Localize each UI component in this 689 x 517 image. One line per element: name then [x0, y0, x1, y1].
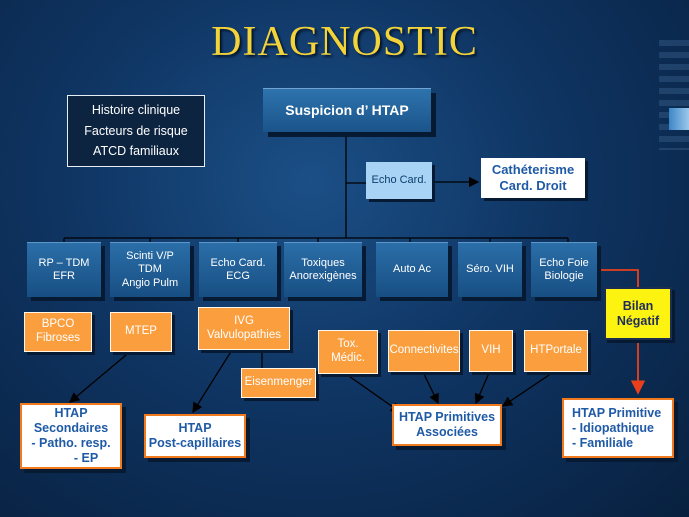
decorative-accent: [669, 108, 689, 130]
exam-line: Séro. VIH: [466, 263, 514, 276]
catheterisme-line: Card. Droit: [499, 178, 567, 193]
suspicion-label: Suspicion d’ HTAP: [285, 102, 409, 119]
finding-line: Tox.: [337, 338, 359, 351]
exam-line: Biologie: [544, 270, 584, 282]
exam-scinti: Scinti V/P TDM Angio Pulm: [110, 242, 190, 297]
result-htap-primitive: HTAP Primitive - Idiopathique - Familial…: [562, 398, 674, 458]
decorative-stripes: [659, 40, 689, 150]
exam-line: Anorexigènes: [289, 270, 357, 282]
exam-line: Toxiques: [301, 256, 345, 269]
exam-toxiques: Toxiques Anorexigènes: [284, 242, 362, 297]
finding-connectivites: Connectivites: [388, 330, 460, 372]
history-line: ATCD familiaux: [93, 144, 179, 159]
exam-line: RP – TDM: [38, 256, 90, 269]
finding-line: Valvulopathies: [207, 328, 281, 341]
finding-eisenmenger: Eisenmenger: [241, 368, 316, 398]
result-line: Post-capillaires: [148, 436, 242, 450]
exam-auto-ac: Auto Ac: [376, 242, 448, 297]
result-line: Secondaires: [33, 421, 109, 435]
exam-rp-tdm: RP – TDM EFR: [27, 242, 101, 297]
result-htap-secondaires: HTAP Secondaires - Patho. resp. - EP: [20, 403, 122, 469]
finding-line: Connectivites: [389, 344, 459, 357]
catheterisme-line: Cathéterisme: [491, 162, 575, 178]
exam-line: TDM: [138, 263, 162, 276]
echo-card-box: Echo Card.: [366, 162, 432, 199]
exam-line: Auto Ac: [393, 263, 431, 276]
catheterisme-box: Cathéterisme Card. Droit: [481, 158, 585, 198]
result-line: - EP: [73, 451, 99, 465]
exam-line: Angio Pulm: [121, 276, 179, 289]
finding-tox: Tox. Médic.: [318, 330, 378, 374]
bilan-line: Bilan: [622, 298, 654, 313]
result-line: Associées: [416, 425, 478, 439]
exam-line: Echo Foie: [539, 256, 589, 269]
finding-line: IVG: [234, 314, 254, 327]
finding-line: Eisenmenger: [244, 376, 313, 389]
history-line: Histoire clinique: [91, 103, 181, 118]
finding-line: HTPortale: [530, 344, 582, 357]
finding-bpco: BPCO Fibroses: [24, 312, 92, 352]
history-line: Facteurs de risque: [84, 123, 188, 138]
finding-vih: VIH: [469, 330, 513, 372]
finding-htportale: HTPortale: [524, 330, 588, 372]
exam-line: ECG: [226, 270, 250, 282]
result-line: HTAP Primitives: [398, 410, 496, 424]
finding-line: Médic.: [331, 352, 365, 364]
exam-echo-card: Echo Card. ECG: [199, 242, 277, 297]
finding-line: BPCO: [41, 318, 75, 331]
finding-line: VIH: [481, 344, 501, 357]
result-line: - Patho. resp.: [31, 436, 111, 450]
finding-ivg: IVG Valvulopathies: [198, 307, 290, 350]
result-line: HTAP Primitive: [572, 405, 662, 420]
exam-line: Echo Card.: [210, 256, 266, 269]
exam-echo-foie: Echo Foie Biologie: [531, 242, 597, 297]
echo-card-label: Echo Card.: [371, 173, 427, 186]
result-line: - Familiale: [572, 435, 634, 450]
bilan-line: Négatif: [616, 313, 660, 328]
finding-line: MTEP: [125, 325, 157, 338]
exam-sero-vih: Séro. VIH: [458, 242, 522, 297]
page-title: DIAGNOSTIC: [211, 19, 478, 65]
finding-line: Fibroses: [35, 332, 81, 344]
exam-line: EFR: [53, 270, 75, 282]
suspicion-htap-box: Suspicion d’ HTAP: [263, 88, 431, 132]
bilan-negatif-box: Bilan Négatif: [604, 287, 672, 340]
history-box: Histoire clinique Facteurs de risque ATC…: [67, 95, 205, 167]
result-htap-post-capillaires: HTAP Post-capillaires: [144, 414, 246, 458]
result-htap-primitives-associees: HTAP Primitives Associées: [392, 404, 502, 446]
result-line: - Idiopathique: [572, 420, 654, 435]
result-line: HTAP: [54, 406, 88, 420]
finding-mtep: MTEP: [110, 312, 172, 352]
result-line: HTAP: [178, 421, 212, 435]
exam-line: Scinti V/P: [126, 250, 174, 263]
